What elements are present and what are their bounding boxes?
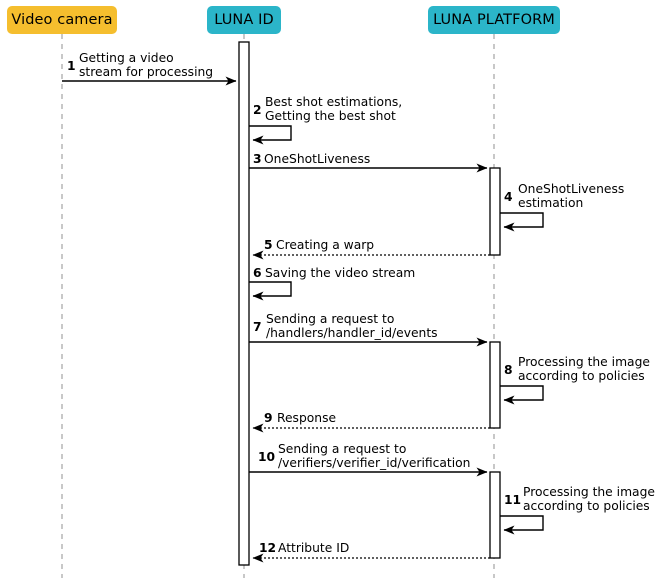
activation-bar-luna-platform-1 bbox=[489, 167, 501, 256]
message-8-line2: according to policies bbox=[518, 369, 645, 384]
arrow-message-4-self bbox=[500, 212, 544, 232]
activation-bar-luna-id bbox=[238, 41, 250, 566]
message-7-number: 7 bbox=[253, 320, 262, 334]
message-3-line1: OneShotLiveness bbox=[264, 152, 371, 166]
participant-video-camera[interactable]: Video camera bbox=[7, 6, 117, 34]
message-4-line1: OneShotLiveness bbox=[518, 182, 625, 196]
message-4-number: 4 bbox=[504, 190, 513, 204]
message-10-line2: /verifiers/verifier_id/verification bbox=[278, 456, 471, 471]
message-12-line1: Attribute ID bbox=[278, 541, 350, 555]
message-11-number: 11 bbox=[504, 493, 522, 507]
message-8-line1: Processing the image bbox=[518, 355, 650, 369]
message-3-number: 3 bbox=[253, 152, 262, 166]
participant-label-luna-id: LUNA ID bbox=[214, 12, 274, 28]
message-6-line1: Saving the video stream bbox=[265, 266, 416, 280]
message-1-line1: Getting a video bbox=[79, 51, 174, 65]
message-7-line2: /handlers/handler_id/events bbox=[266, 326, 438, 341]
message-12-number: 12 bbox=[259, 541, 277, 555]
message-4-line2: estimation bbox=[518, 196, 584, 211]
participant-luna-platform[interactable]: LUNA PLATFORM bbox=[428, 6, 560, 34]
message-6-label: Saving the video stream bbox=[265, 266, 415, 280]
activation-bars bbox=[238, 41, 501, 566]
arrow-message-6-self bbox=[249, 281, 292, 301]
message-10-label: Sending a request to/verifiers/verifier_… bbox=[278, 442, 470, 470]
participant-label-luna-platform: LUNA PLATFORM bbox=[433, 12, 555, 28]
message-10-line1: Sending a request to bbox=[278, 442, 407, 456]
arrow-message-8-self bbox=[500, 385, 544, 405]
message-7-line1: Sending a request to bbox=[266, 312, 395, 326]
message-9-label: Response bbox=[277, 411, 336, 425]
message-5-number: 5 bbox=[264, 238, 273, 252]
activation-bar-luna-platform-3 bbox=[489, 471, 501, 559]
arrow-message-11-self bbox=[500, 515, 544, 535]
message-2-line2: Getting the best shot bbox=[265, 109, 396, 124]
message-arrows bbox=[62, 76, 544, 563]
activation-bar-luna-platform-2 bbox=[489, 341, 501, 429]
arrow-message-2-self bbox=[249, 125, 292, 145]
message-5-label: Creating a warp bbox=[276, 238, 374, 252]
participant-luna-id[interactable]: LUNA ID bbox=[207, 6, 281, 34]
message-9-number: 9 bbox=[264, 411, 273, 425]
message-10-number: 10 bbox=[258, 450, 276, 464]
message-3-label: OneShotLiveness bbox=[264, 152, 370, 166]
message-12-label: Attribute ID bbox=[278, 541, 349, 555]
message-9-line1: Response bbox=[277, 411, 337, 425]
message-11-line1: Processing the image bbox=[523, 485, 655, 499]
message-1-line2: stream for processing bbox=[79, 65, 214, 80]
message-11-line2: according to policies bbox=[523, 499, 650, 514]
message-6-number: 6 bbox=[253, 266, 262, 280]
message-2-number: 2 bbox=[253, 103, 262, 117]
message-7-label: Sending a request to/handlers/handler_id… bbox=[266, 312, 438, 340]
participant-label-video-camera: Video camera bbox=[11, 12, 113, 28]
message-1-number: 1 bbox=[67, 59, 76, 73]
message-5-line1: Creating a warp bbox=[276, 238, 375, 252]
message-2-label: Best shot estimations,Getting the best s… bbox=[265, 95, 402, 123]
message-2-line1: Best shot estimations, bbox=[265, 95, 403, 109]
message-8-number: 8 bbox=[504, 363, 513, 377]
